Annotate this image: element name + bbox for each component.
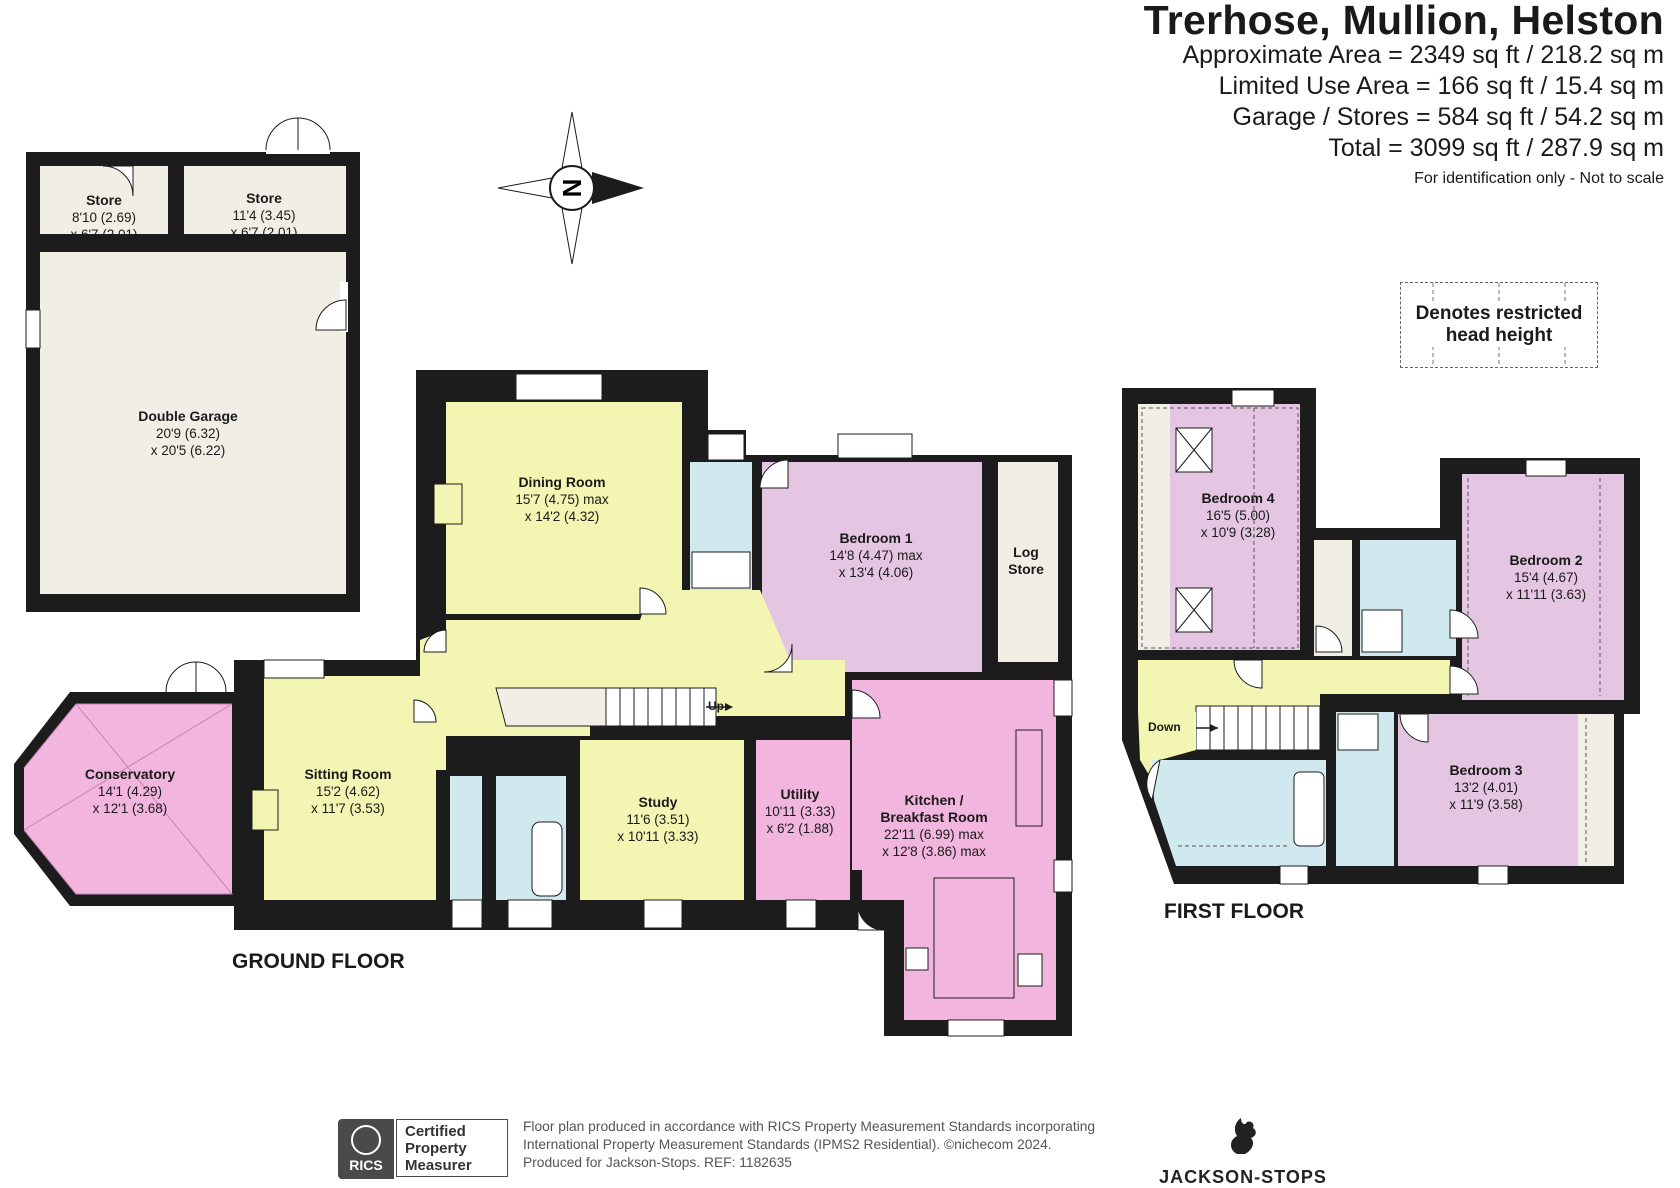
- hare-logo-icon: [1231, 1118, 1256, 1154]
- brand-name: JACKSON-STOPS: [1159, 1167, 1327, 1187]
- conservatory-plan: [14, 661, 234, 906]
- stairs-up-label: Up: [708, 699, 724, 713]
- compass-letter: N: [557, 179, 587, 198]
- area-line: Garage / Stores = 584 sq ft / 54.2 sq m: [1232, 103, 1664, 131]
- scale-note: For identification only - Not to scale: [1414, 170, 1664, 187]
- compass-rose: N: [497, 111, 644, 265]
- area-line: Approximate Area = 2349 sq ft / 218.2 sq…: [1182, 41, 1664, 69]
- title-block: Trerhose, Mullion, Helston Approximate A…: [1144, 0, 1664, 194]
- legend-line: Denotes restricted: [1415, 303, 1583, 324]
- ground-floor-label: GROUND FLOOR: [232, 950, 405, 973]
- first-stairs: [1194, 705, 1321, 751]
- first-floor-plan: [1122, 388, 1640, 885]
- footer-credits: Floor plan produced in accordance with R…: [523, 1119, 1096, 1170]
- garage-block: [25, 117, 360, 612]
- restricted-height-legend: Denotes restricted head height: [1400, 282, 1598, 368]
- rics-badge-text: Certified Property Measurer: [396, 1119, 508, 1177]
- area-line: Total = 3099 sq ft / 287.9 sq m: [1328, 134, 1664, 162]
- stairs-down-label: Down: [1148, 720, 1181, 734]
- jackson-stops-brand: JACKSON-STOPS: [1158, 1114, 1328, 1188]
- rics-certified-badge: RICS Certified Property Measurer: [338, 1119, 510, 1179]
- rics-logo: RICS: [338, 1119, 394, 1179]
- ground-stairs: [495, 687, 733, 727]
- page-title: Trerhose, Mullion, Helston: [1143, 0, 1664, 43]
- ground-floor-plan: [234, 370, 1073, 1037]
- area-line: Limited Use Area = 166 sq ft / 15.4 sq m: [1218, 72, 1664, 100]
- first-floor-label: FIRST FLOOR: [1164, 900, 1304, 923]
- legend-line: head height: [1445, 325, 1553, 346]
